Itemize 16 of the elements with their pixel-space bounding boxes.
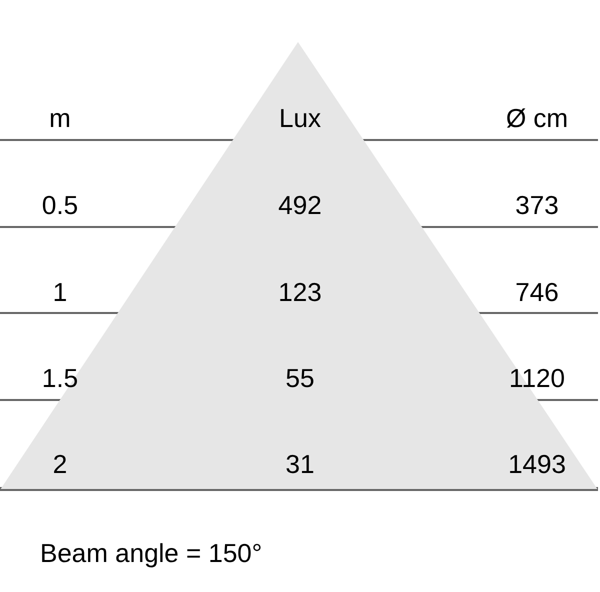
table-value: 1 [52, 277, 68, 307]
column-header: Lux [279, 103, 321, 133]
table-value: 1120 [509, 363, 565, 393]
column-header: Ø cm [506, 103, 568, 133]
table-value: 31 [286, 449, 314, 479]
caption: Beam angle = 150° [40, 538, 262, 568]
table-value: 1493 [508, 449, 566, 479]
table-value: 1.5 [42, 363, 78, 393]
table-value: 0.5 [42, 190, 78, 220]
table-value: 123 [278, 277, 322, 307]
table-value: 492 [278, 190, 322, 220]
table-value: 55 [286, 363, 314, 393]
table-value: 746 [515, 277, 559, 307]
column-header: m [49, 103, 71, 133]
table-value: 373 [515, 190, 559, 220]
table-value: 2 [52, 449, 68, 479]
